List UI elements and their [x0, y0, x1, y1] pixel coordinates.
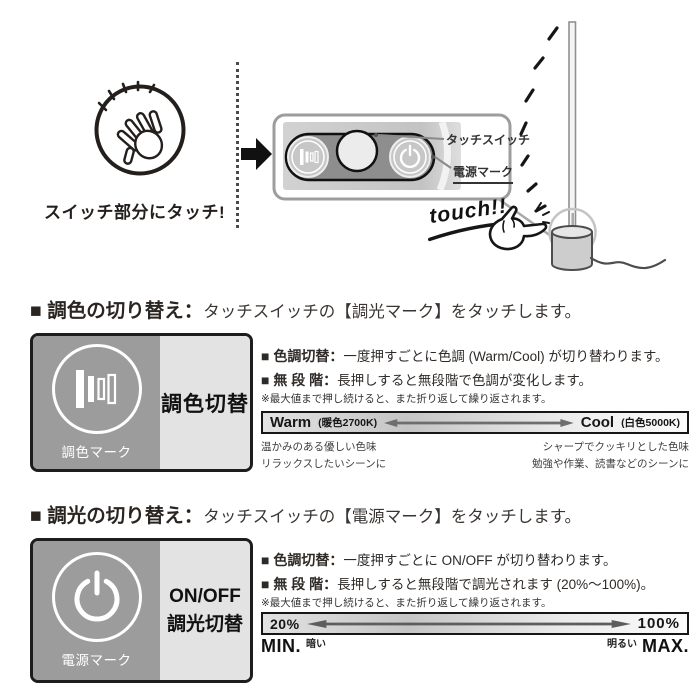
- center-sensor: [335, 129, 379, 173]
- heading-bold: ■ 調光の切り替え：: [30, 505, 204, 527]
- min-group: MIN. 暗い: [261, 636, 326, 657]
- dim-bullet-1: ■ 色調切替：一度押すごとに ON/OFF が切り替わります。: [261, 549, 617, 570]
- light-rays-icon: [519, 26, 559, 213]
- right-arrow-icon: [241, 138, 272, 170]
- brightness-scale: 20% 100%: [261, 612, 689, 635]
- power-icon: [74, 570, 119, 622]
- color-temperature-scale: Warm (暖色2700K) Cool (白色5000K): [261, 411, 689, 434]
- pointing-hand-icon: [488, 202, 550, 251]
- heading-rest: タッチスイッチの【調光マーク】をタッチします。: [203, 303, 582, 321]
- color-switch-label: 調色切替: [161, 392, 249, 416]
- color-section-heading: ■ 調色の切り替え：タッチスイッチの【調光マーク】をタッチします。: [30, 294, 581, 323]
- color-mark-circle: [51, 344, 142, 434]
- color-bars-icon: [75, 370, 116, 408]
- warm-desc-line2: リラックスしたいシーンに: [261, 458, 387, 471]
- color-bullet-2: ■ 無 段 階：長押しすると無段階で色調が変化します。: [261, 369, 592, 390]
- bullet-text: 長押しすると無段階で色調が変化します。: [337, 373, 593, 388]
- warm-description: 温かみのある優しい色味 リラックスしたいシーンに: [261, 439, 386, 474]
- tap-hand-icon: [94, 80, 186, 176]
- cool-desc-line1: シャープでクッキリとした色味: [542, 441, 689, 453]
- warm-desc-line1: 温かみのある優しい色味: [261, 441, 377, 453]
- power-mark-box: 電源マーク ON/OFF 調光切替: [30, 538, 253, 683]
- cool-sub-label: (白色5000K): [621, 417, 680, 429]
- color-mark-label: 調色マーク: [61, 445, 132, 460]
- cool-description: シャープでクッキリとした色味 勉強や作業、読書などのシーンに: [420, 439, 689, 474]
- dark-label: 暗い: [306, 639, 326, 650]
- power-button: [389, 136, 431, 178]
- color-mark-box: 調色マーク 調色切替: [30, 333, 253, 472]
- minmax-row: MIN. 暗い 明るい MAX.: [261, 636, 689, 657]
- dim-switch-label: 調光切替: [166, 613, 243, 635]
- double-arrow-icon: [384, 418, 574, 427]
- onoff-label: ON/OFF: [169, 585, 241, 607]
- bullet-label: ■ 無 段 階：: [261, 576, 338, 592]
- color-bars-icon: [300, 149, 319, 165]
- dim-note: ※最大値まで押し続けると、また折り返して繰り返されます。: [261, 597, 552, 609]
- lamp-rod: [568, 21, 577, 235]
- tap-caption: スイッチ部分にタッチ!: [44, 203, 226, 222]
- touch-switch-panel: [272, 113, 512, 201]
- power-mark-label: 電源マーク: [61, 653, 132, 668]
- bullet-label: ■ 無 段 階：: [261, 372, 338, 388]
- dim-section-heading: ■ 調光の切り替え：タッチスイッチの【電源マーク】をタッチします。: [30, 499, 581, 528]
- floor-lamp: [496, 21, 667, 271]
- bullet-text: 一度押すごとに ON/OFF が切り替わります。: [343, 553, 617, 568]
- min-percent-label: 20%: [270, 615, 300, 632]
- dim-bullet-2: ■ 無 段 階：長押しすると無段階で調光されます (20%～100%)。: [261, 573, 654, 594]
- color-mark-button: [287, 136, 329, 178]
- callout-power-mark: 電源マーク: [453, 163, 514, 184]
- double-arrow-icon: [306, 619, 631, 628]
- max-label: MAX.: [642, 636, 689, 656]
- bullet-label: ■ 色調切替：: [261, 348, 344, 364]
- color-switch-panel: 調色切替: [160, 336, 250, 469]
- color-mark-panel: 調色マーク: [33, 336, 160, 469]
- bullet-label: ■ 色調切替：: [261, 552, 344, 568]
- power-mark-circle: [51, 552, 142, 642]
- warm-label: Warm: [270, 414, 312, 431]
- dotted-divider: [236, 62, 239, 228]
- heading-bold: ■ 調色の切り替え：: [30, 300, 204, 322]
- bullet-text: 一度押すごとに色調 (Warm/Cool) が切り替わります。: [343, 349, 669, 364]
- heading-rest: タッチスイッチの【電源マーク】をタッチします。: [203, 508, 582, 526]
- lamp-base: [551, 232, 593, 271]
- dim-switch-panel: ON/OFF 調光切替: [160, 541, 250, 680]
- warm-sub-label: (暖色2700K): [318, 417, 378, 429]
- bullet-text: 長押しすると無段階で調光されます (20%～100%)。: [337, 577, 655, 592]
- color-bullet-1: ■ 色調切替：一度押すごとに色調 (Warm/Cool) が切り替わります。: [261, 345, 669, 366]
- min-label: MIN.: [261, 636, 301, 656]
- max-group: 明るい MAX.: [607, 636, 689, 657]
- cool-label: Cool: [580, 414, 615, 431]
- color-note: ※最大値まで押し続けると、また折り返して繰り返されます。: [261, 393, 552, 405]
- power-icon: [399, 144, 421, 169]
- power-cord: [589, 256, 667, 270]
- max-percent-label: 100%: [637, 615, 680, 632]
- cool-desc-line2: 勉強や作業、読書などのシーンに: [532, 458, 689, 471]
- bright-label: 明るい: [607, 639, 637, 650]
- power-mark-panel: 電源マーク: [33, 541, 160, 680]
- callout-touch-switch: タッチスイッチ: [446, 133, 531, 147]
